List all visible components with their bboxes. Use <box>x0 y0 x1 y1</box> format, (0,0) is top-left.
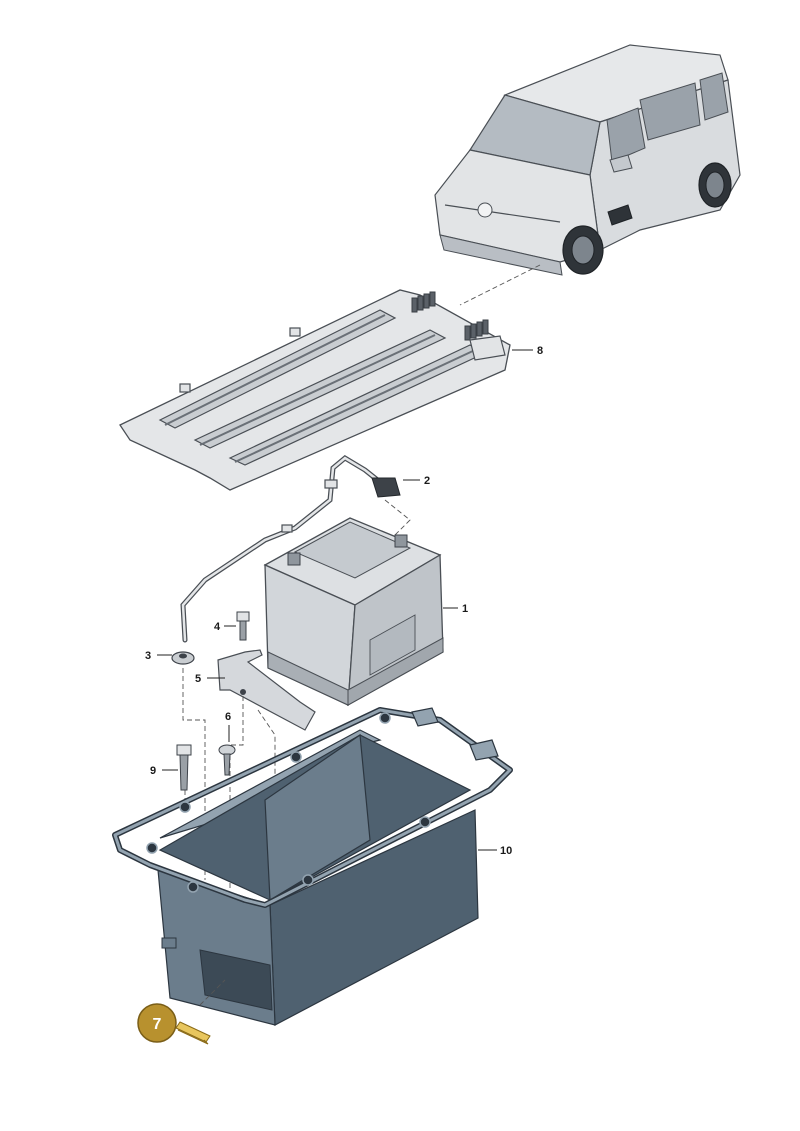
callout-3[interactable]: 3 <box>145 650 151 662</box>
nut-3 <box>171 651 195 665</box>
pin-7 <box>175 979 226 1045</box>
battery <box>263 517 444 707</box>
callout-10[interactable]: 10 <box>500 845 512 857</box>
rib-end-lower <box>464 319 489 341</box>
callout-5[interactable]: 5 <box>195 673 201 685</box>
battery-tray <box>112 707 513 1026</box>
callout-8[interactable]: 8 <box>537 345 543 357</box>
rib-end-upper <box>411 291 436 313</box>
badge-label-7: 7 <box>153 1016 162 1033</box>
callout-1[interactable]: 1 <box>462 603 468 615</box>
callout-9[interactable]: 9 <box>150 765 156 777</box>
battery-cable <box>180 454 401 643</box>
callout-labels: 1 2 3 4 5 6 8 9 10 <box>145 345 543 857</box>
bolt-9 <box>176 744 192 791</box>
screw-6 <box>218 744 236 776</box>
callout-4[interactable]: 4 <box>214 621 221 633</box>
hold-down-clamp <box>217 649 316 731</box>
bolt-4 <box>236 611 250 641</box>
callout-2[interactable]: 2 <box>424 475 430 487</box>
van-illustration <box>434 44 741 276</box>
callout-6[interactable]: 6 <box>225 711 231 723</box>
highlight-badge-7[interactable]: 7 <box>137 1003 177 1043</box>
cover-plate <box>119 289 511 491</box>
